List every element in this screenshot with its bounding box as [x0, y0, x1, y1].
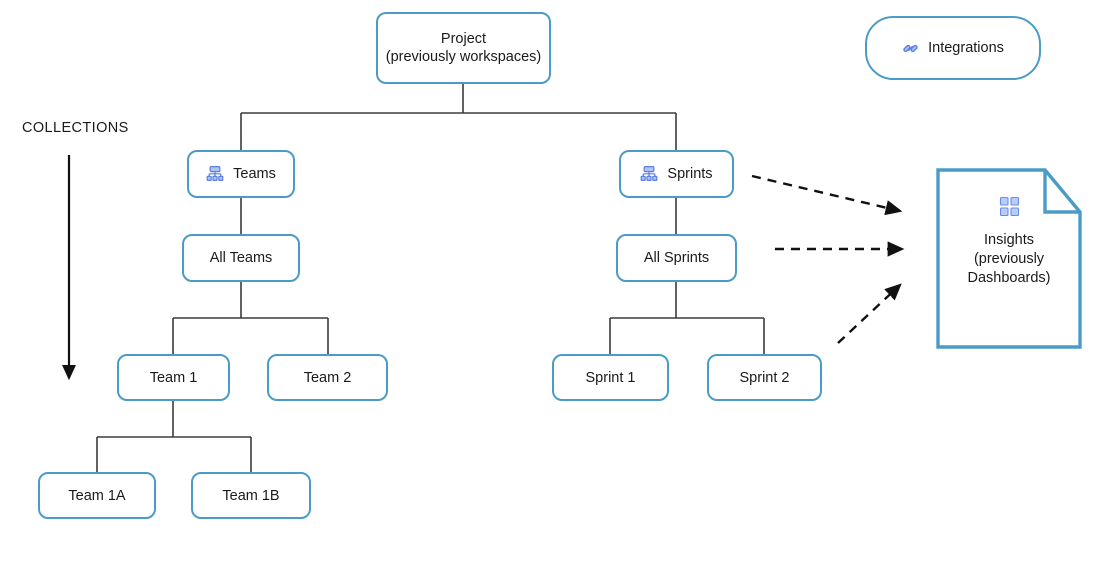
node-insights[interactable]	[938, 170, 1080, 347]
node-teams[interactable]: Teams	[187, 150, 295, 198]
dashboard-grid-icon	[999, 196, 1020, 222]
node-all-sprints[interactable]: All Sprints	[616, 234, 737, 282]
node-sprint-1[interactable]: Sprint 1	[552, 354, 669, 401]
arrow-sprints-to-insights	[751, 174, 903, 216]
node-team-1b[interactable]: Team 1B	[191, 472, 311, 519]
node-sprint-1-label: Sprint 1	[585, 369, 636, 386]
node-team-1[interactable]: Team 1	[117, 354, 230, 401]
node-team-1a-label: Team 1A	[68, 487, 126, 504]
node-team-1-label: Team 1	[149, 369, 198, 386]
hierarchy-icon	[206, 165, 224, 183]
arrow-sprint2-to-insights	[837, 283, 902, 344]
node-all-teams[interactable]: All Teams	[182, 234, 300, 282]
node-team-2-label: Team 2	[303, 369, 352, 386]
link-icon	[902, 40, 919, 57]
node-project-label: Project (previously workspaces)	[385, 31, 542, 65]
node-all-sprints-label: All Sprints	[643, 250, 710, 266]
node-teams-label: Teams	[233, 166, 276, 182]
node-sprints[interactable]: Sprints	[619, 150, 734, 198]
collections-label: COLLECTIONS	[22, 120, 129, 136]
node-integrations[interactable]: Integrations	[865, 16, 1041, 80]
hierarchy-icon	[640, 165, 658, 183]
node-integrations-label: Integrations	[928, 40, 1004, 56]
node-sprints-label: Sprints	[667, 166, 713, 182]
node-sprint-2-label: Sprint 2	[739, 369, 790, 386]
node-insights-label: Insights (previously Dashboards)	[967, 232, 1051, 286]
node-team-1b-label: Team 1B	[222, 487, 280, 504]
node-sprint-2[interactable]: Sprint 2	[707, 354, 822, 401]
node-team-1a[interactable]: Team 1A	[38, 472, 156, 519]
node-project[interactable]: Project (previously workspaces)	[376, 12, 551, 84]
node-all-teams-label: All Teams	[209, 250, 273, 266]
node-team-2[interactable]: Team 2	[267, 354, 388, 401]
